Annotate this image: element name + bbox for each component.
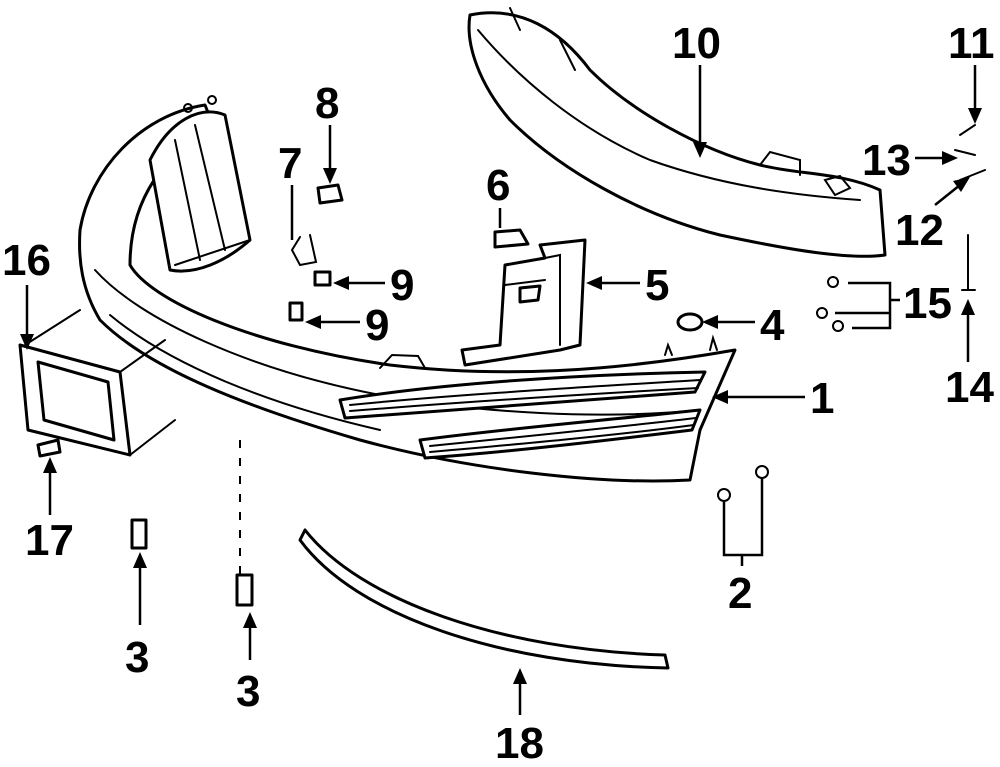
callout-9-upper: 9: [390, 261, 414, 310]
callout-13: 13: [862, 136, 911, 185]
part-5-bracket: [460, 238, 587, 367]
callout-5: 5: [645, 261, 669, 310]
callout-8: 8: [315, 79, 339, 128]
callout-16: 16: [2, 236, 51, 285]
callout-12: 12: [895, 206, 944, 255]
callout-2: 2: [728, 569, 752, 618]
callout-17: 17: [25, 516, 74, 565]
part-16-air-duct: [18, 309, 176, 457]
leader-lines: [20, 65, 982, 715]
callout-3-left: 3: [125, 633, 149, 682]
callout-11: 11: [948, 19, 995, 68]
fastener-parts: [36, 124, 986, 607]
callout-4: 4: [760, 301, 785, 350]
part-10-absorber: [467, 7, 887, 258]
callout-3-right: 3: [236, 667, 260, 716]
callout-1: 1: [810, 374, 834, 423]
callout-9-lower: 9: [365, 301, 389, 350]
callout-10: 10: [672, 19, 721, 68]
part-18-molding: [298, 528, 670, 670]
part-1-bumper-cover: [78, 95, 737, 483]
callout-15: 15: [903, 279, 952, 328]
callout-14: 14: [945, 363, 994, 412]
callout-7: 7: [278, 139, 302, 188]
callout-6: 6: [486, 161, 510, 210]
callout-18: 18: [495, 719, 544, 767]
callout-labels: 1 2 3 3 4 5 6 7 8 9 9 10 11 12 13 14 15 …: [2, 19, 995, 767]
